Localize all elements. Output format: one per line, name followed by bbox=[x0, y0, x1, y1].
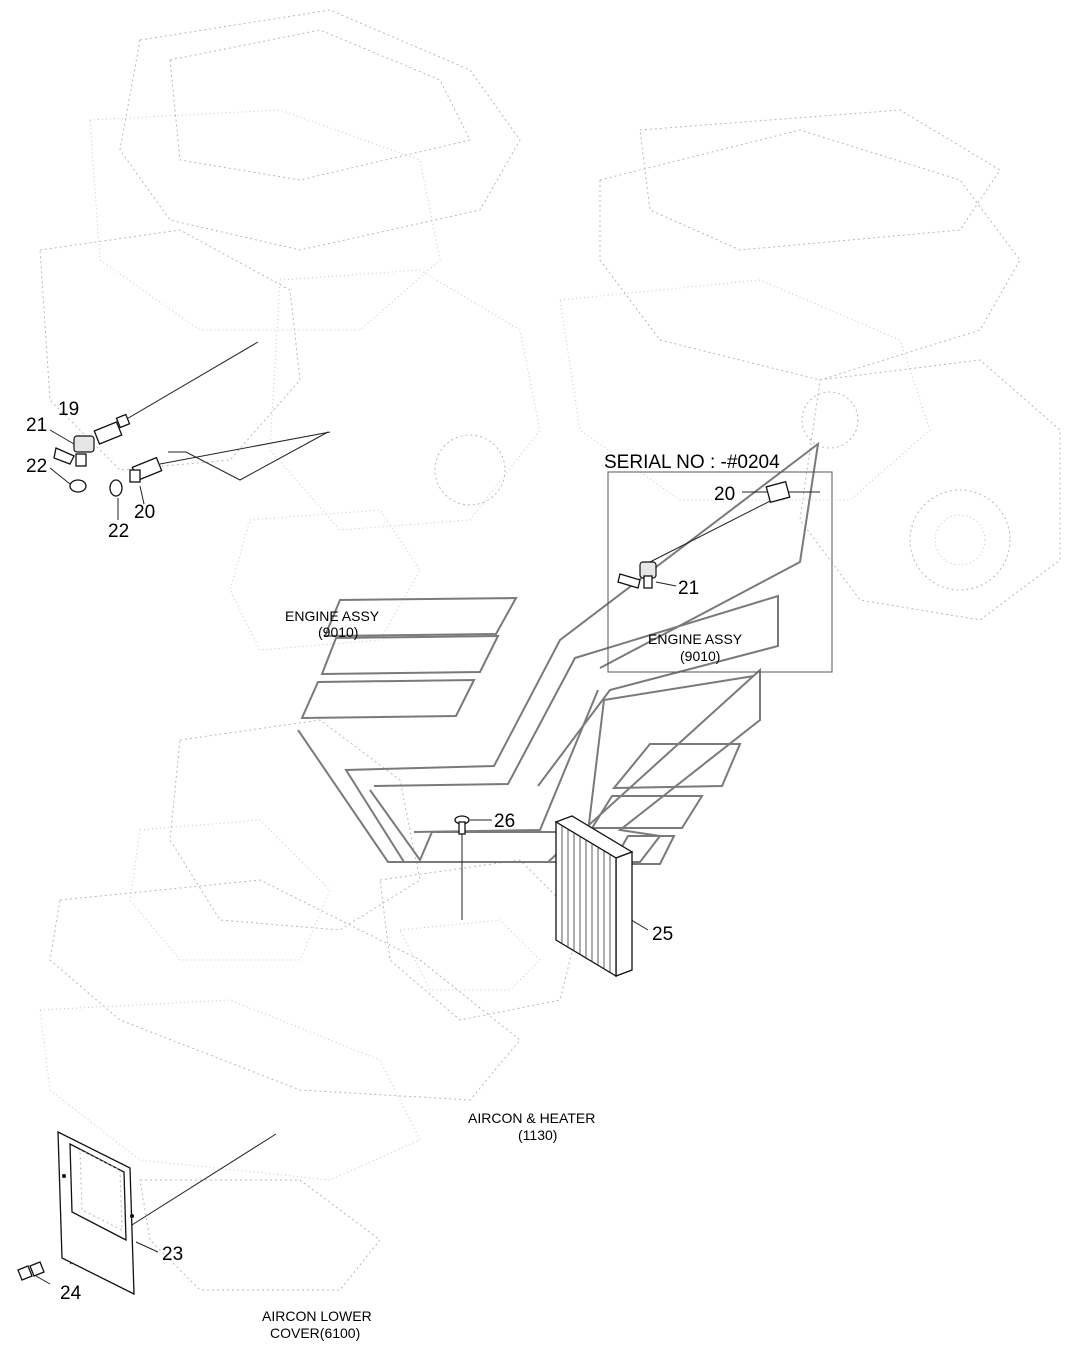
part-number-21-left: 21 bbox=[26, 415, 47, 436]
drain-cock-21-right bbox=[617, 561, 677, 589]
part-number-20-right: 20 bbox=[714, 484, 735, 505]
part-number-20-left: 20 bbox=[134, 502, 155, 523]
part-number-22-b: 22 bbox=[108, 521, 129, 542]
part-number-25: 25 bbox=[652, 924, 673, 945]
engine-assy-left-line2: (9010) bbox=[318, 624, 358, 640]
band-right-2 bbox=[590, 795, 704, 829]
band-left-2 bbox=[320, 634, 500, 676]
serial-callout: SERIAL NO : -#0204 bbox=[604, 452, 833, 673]
fitting-19 bbox=[93, 413, 131, 445]
hose-clamp-22-a bbox=[49, 467, 87, 493]
connector-20-left bbox=[129, 456, 163, 505]
aircon-lower-cover-line1: AIRCON LOWER bbox=[262, 1308, 372, 1324]
wing-bolt-24 bbox=[17, 1261, 51, 1285]
part-number-23: 23 bbox=[162, 1244, 183, 1265]
cover-23 bbox=[57, 1130, 135, 1296]
hose-clamp-22-b bbox=[109, 479, 123, 520]
band-main-outer bbox=[297, 441, 820, 863]
part-number-19: 19 bbox=[58, 399, 79, 420]
part-number-labels: 19 21 22 20 22 20 21 26 25 23 24 bbox=[26, 399, 735, 1304]
aircon-heater-line1: AIRCON & HEATER bbox=[468, 1110, 595, 1126]
band-link bbox=[373, 594, 779, 787]
background-machinery bbox=[39, 9, 1061, 1291]
band-low bbox=[413, 689, 599, 833]
engine-assy-right-line1: ENGINE ASSY bbox=[648, 631, 743, 647]
band-left-3 bbox=[300, 678, 476, 720]
band-main-inner bbox=[369, 675, 755, 863]
serial-box bbox=[607, 471, 833, 673]
aircon-lower-cover-line2: COVER(6100) bbox=[270, 1325, 360, 1341]
screw-26 bbox=[454, 815, 470, 835]
filter-25 bbox=[554, 815, 634, 978]
connection-bands bbox=[297, 441, 820, 865]
part-number-24: 24 bbox=[60, 1283, 82, 1304]
engine-assy-left-line1: ENGINE ASSY bbox=[285, 608, 380, 624]
reference-labels: ENGINE ASSY (9010) ENGINE ASSY (9010) AI… bbox=[262, 608, 743, 1341]
band-left-1 bbox=[323, 596, 518, 638]
part-number-22-a: 22 bbox=[26, 456, 47, 477]
part-number-21-right: 21 bbox=[678, 578, 699, 599]
elbow-20-right bbox=[742, 480, 791, 504]
drain-cock-21-left bbox=[49, 429, 95, 467]
leader-lines bbox=[69, 341, 820, 1265]
engine-assy-right-line2: (9010) bbox=[680, 648, 720, 664]
serial-number-label: SERIAL NO : -#0204 bbox=[604, 452, 780, 473]
part-number-26: 26 bbox=[494, 811, 515, 832]
aircon-heater-line2: (1130) bbox=[518, 1127, 557, 1143]
band-right-1 bbox=[611, 743, 742, 790]
